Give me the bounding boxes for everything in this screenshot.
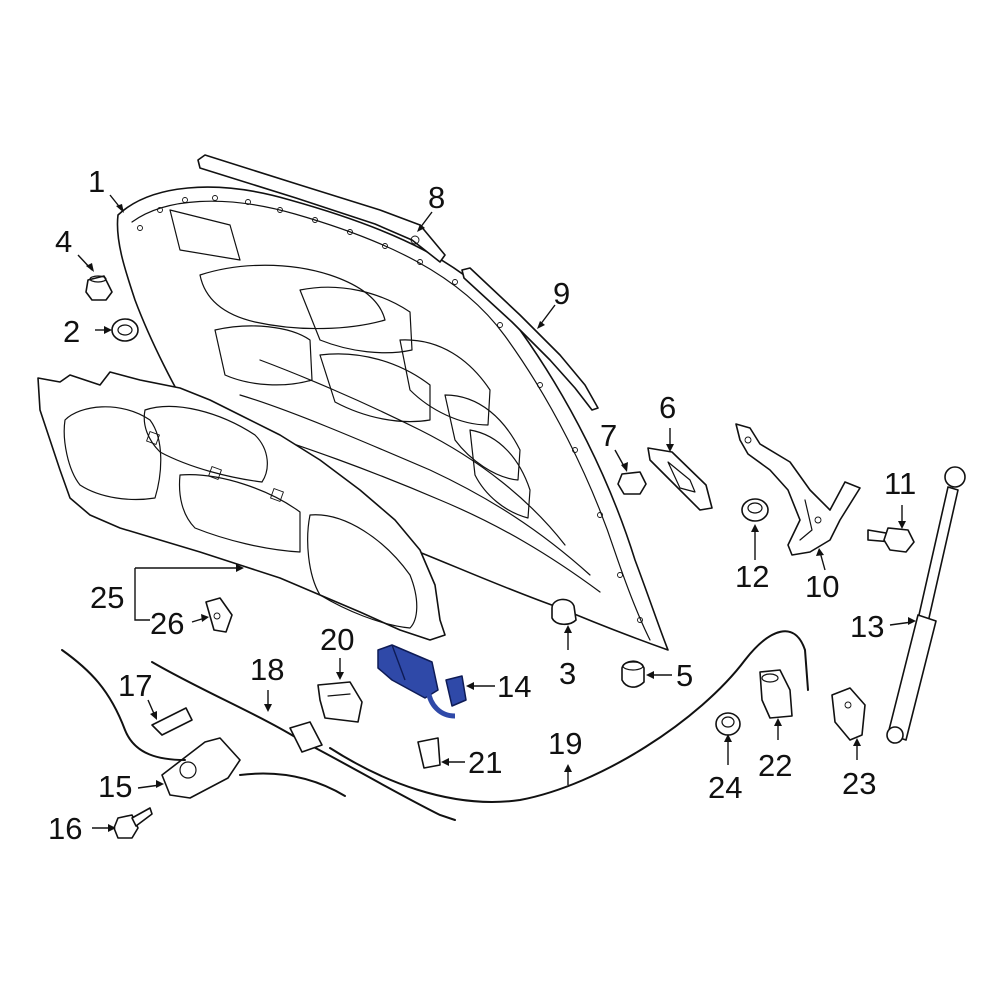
- hood-panel[interactable]: [116, 186, 669, 651]
- guide-bracket[interactable]: [831, 687, 866, 741]
- bushing[interactable]: [741, 498, 769, 522]
- hinge-nut[interactable]: [617, 471, 647, 495]
- insulator-clip[interactable]: [205, 597, 233, 633]
- callout-22: 22: [758, 748, 792, 783]
- callout-7: 7: [600, 418, 617, 453]
- hood-insulator[interactable]: [37, 371, 446, 641]
- latch-bolt[interactable]: [113, 807, 153, 839]
- callout-5: 5: [676, 658, 693, 693]
- hinge-plate[interactable]: [647, 447, 713, 511]
- callout-10: 10: [805, 569, 839, 604]
- hinge-bolt[interactable]: [867, 527, 915, 553]
- callout-26: 26: [150, 606, 184, 641]
- retainer-clip[interactable]: [417, 737, 441, 769]
- callout-1: 1: [88, 164, 105, 199]
- callout-25: 25: [90, 580, 124, 615]
- leader-lines: [77, 194, 916, 832]
- bumper-nut[interactable]: [621, 660, 645, 688]
- callout-3: 3: [559, 656, 576, 691]
- callout-16: 16: [48, 811, 82, 846]
- release-bushing[interactable]: [715, 712, 741, 736]
- hood-hinge[interactable]: [735, 423, 861, 556]
- callout-8: 8: [428, 180, 445, 215]
- side-seal[interactable]: [461, 267, 599, 411]
- callout-12: 12: [735, 559, 769, 594]
- callout-6: 6: [659, 390, 676, 425]
- bumper-stop[interactable]: [85, 275, 113, 301]
- latch-sensor-switch[interactable]: [377, 644, 467, 719]
- callout-14: 14: [497, 669, 531, 704]
- plug-clip[interactable]: [551, 598, 577, 626]
- callout-24: 24: [708, 770, 742, 805]
- hood-seal-strip[interactable]: [197, 154, 446, 263]
- callout-19: 19: [548, 726, 582, 761]
- callout-20: 20: [320, 622, 354, 657]
- callout-13: 13: [850, 609, 884, 644]
- bracket-clip[interactable]: [317, 681, 363, 723]
- callout-15: 15: [98, 769, 132, 804]
- callout-2: 2: [63, 314, 80, 349]
- release-cable-main[interactable]: [289, 630, 809, 803]
- callout-9: 9: [553, 276, 570, 311]
- callout-23: 23: [842, 766, 876, 801]
- release-handle[interactable]: [151, 707, 193, 736]
- striker-bracket[interactable]: [759, 669, 793, 719]
- hood-latch[interactable]: [161, 737, 241, 799]
- grommet[interactable]: [111, 318, 139, 342]
- callout-labels: 1 4 2 3 5 6 7 8 9 10 11 12 13 14 15 16 1…: [48, 164, 916, 846]
- gas-strut[interactable]: [886, 466, 966, 744]
- callout-11: 11: [884, 466, 916, 501]
- callout-21: 21: [468, 745, 502, 780]
- callout-4: 4: [55, 224, 72, 259]
- callout-17: 17: [118, 668, 152, 703]
- callout-18: 18: [250, 652, 284, 687]
